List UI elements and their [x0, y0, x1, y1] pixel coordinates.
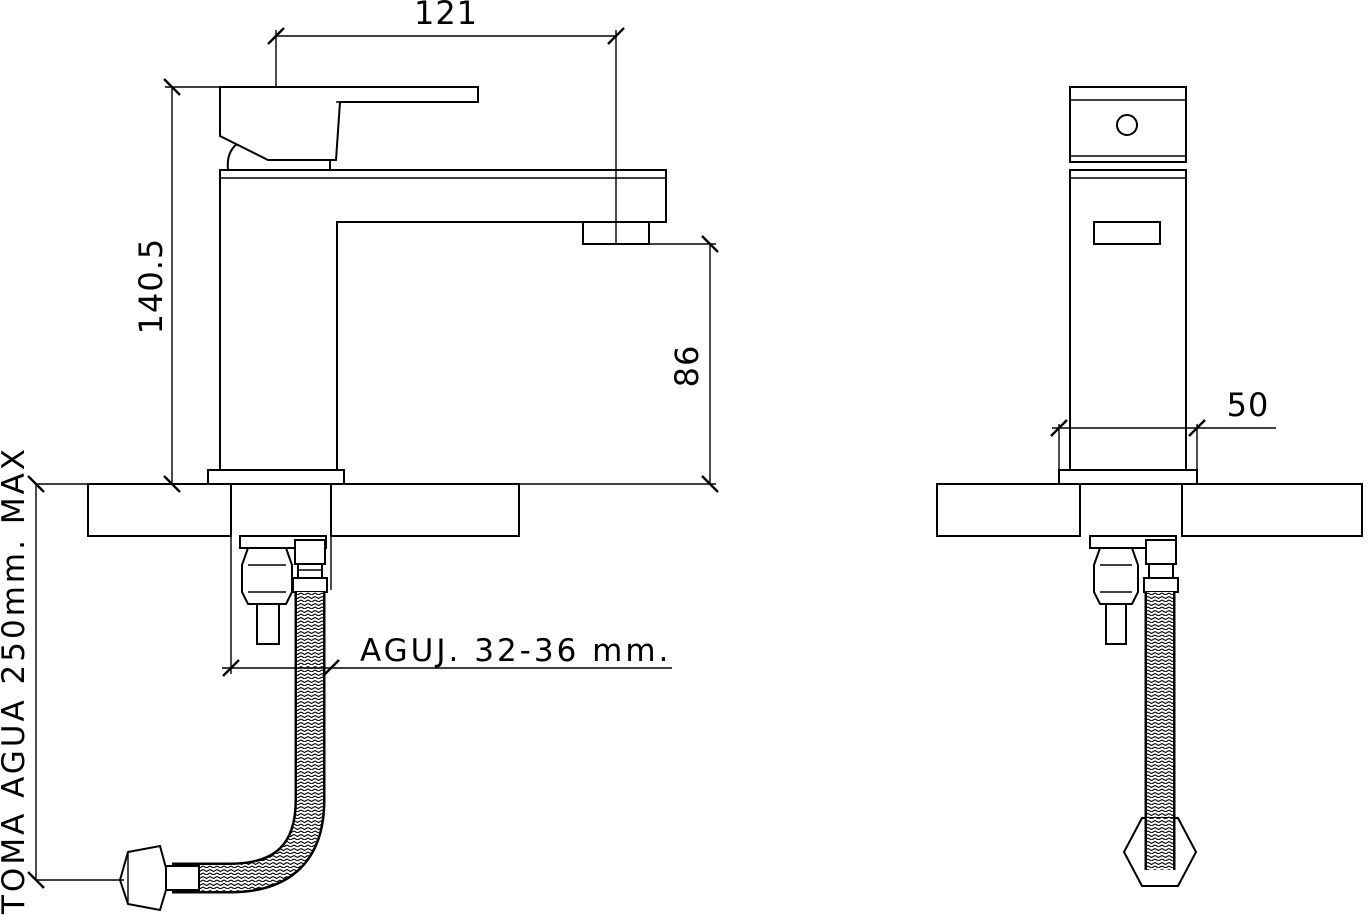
- fittings-side: [118, 535, 328, 912]
- side-view: 121 140.5 86 AGUJ. 32-36 mm.: [0, 0, 719, 915]
- dimension-spout-height: 86: [519, 235, 719, 493]
- dimension-body-width: 50: [1050, 386, 1276, 470]
- dimension-spout-reach: 121: [267, 0, 625, 170]
- dimension-label-spout-height: 86: [668, 345, 706, 388]
- dimension-label-total-height: 140.5: [132, 238, 170, 335]
- dimension-total-height: 140.5: [132, 78, 220, 493]
- note-label-hole-size: AGUJ. 32-36 mm.: [360, 633, 671, 669]
- countertop-side: [87, 483, 520, 537]
- note-hose-length: TOMA AGUA 250mm. MAX: [0, 446, 124, 915]
- front-view: 50: [936, 86, 1363, 887]
- faucet-body-front: [1058, 86, 1198, 485]
- faucet-body-side: [207, 86, 667, 485]
- fittings-front: [1089, 535, 1198, 887]
- dimension-label-spout-reach: 121: [414, 0, 478, 32]
- handle-indicator-icon: [1116, 114, 1138, 136]
- dimension-label-body-width: 50: [1227, 386, 1270, 424]
- note-label-hose-length: TOMA AGUA 250mm. MAX: [0, 446, 32, 915]
- note-hole-size: AGUJ. 32-36 mm.: [222, 536, 672, 677]
- countertop-front: [936, 483, 1363, 537]
